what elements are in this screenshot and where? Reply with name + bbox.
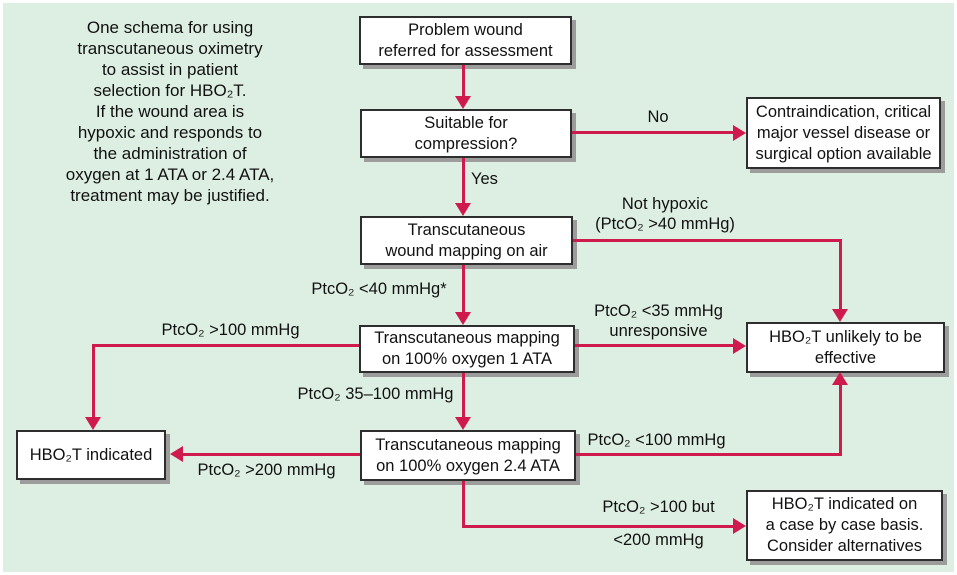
node-mapping-1ata: Transcutaneous mapping on 100% oxygen 1 … [359,325,575,373]
arrowhead-1ata-unresponsive [733,338,746,354]
edge-label-above-100: PtcO₂ >100 mmHg [161,321,300,339]
edge-label-no: No [647,108,669,126]
node-suitable-for-compression: Suitable for compression? [360,109,572,158]
connector-1ata-above100-h [93,344,359,347]
arrowhead-24ata-case [733,518,746,534]
edge-label-below-200: <200 mmHg [613,531,704,549]
arrowhead-air-to-1ata [455,312,471,325]
edge-label-above-200: PtcO₂ >200 mmHg [197,461,336,479]
connector-24ata-below100-v [839,385,842,456]
node-case-by-case: HBO₂T indicated on a case by case basis.… [746,490,943,561]
connector-air-to-1ata [462,265,465,312]
connector-not-hypoxic-v [839,239,842,309]
arrowhead-1ata-to-24ata [455,417,471,430]
node-hbot-unlikely: HBO₂T unlikely to be effective [746,322,945,373]
edge-label-yes: Yes [471,170,498,188]
arrowhead-suitable-yes [455,203,471,216]
arrowhead-24ata-above200 [170,446,183,462]
connector-1ata-above100-v [92,344,95,417]
node-hbot-indicated: HBO₂T indicated [16,430,166,480]
connector-not-hypoxic-h [573,239,842,242]
node-problem-wound: Problem wound referred for assessment [359,16,572,65]
arrowhead-24ata-below100 [832,372,848,385]
intro-note: One schema for using transcutaneous oxim… [65,18,275,205]
arrowhead-problem-to-suitable [455,96,471,109]
connector-1ata-unresponsive [575,344,733,347]
node-mapping-24ata: Transcutaneous mapping on 100% oxygen 2.… [360,430,576,481]
node-contraindication: Contraindication, critical major vessel … [746,97,941,169]
connector-1ata-to-24ata [462,373,465,417]
edge-label-range-35-100: PtcO₂ 35–100 mmHg [297,385,454,403]
arrowhead-not-hypoxic [832,309,848,322]
connector-suitable-yes [462,158,465,203]
connector-suitable-no [572,131,733,134]
edge-label-below-35-unresponsive: PtcO₂ <35 mmHg unresponsive [594,302,723,340]
edge-label-below-100: PtcO₂ <100 mmHg [587,431,726,449]
connector-24ata-above200 [183,453,360,456]
connector-24ata-case-v [462,481,465,528]
connector-24ata-below100-h [576,453,842,456]
node-mapping-on-air: Transcutaneous wound mapping on air [360,216,573,265]
connector-problem-to-suitable [462,65,465,97]
edge-label-below-40: PtcO₂ <40 mmHg* [311,280,447,298]
arrowhead-suitable-no [733,125,746,141]
arrowhead-1ata-above100 [85,417,101,430]
connector-24ata-case-h [462,525,733,528]
edge-label-not-hypoxic: Not hypoxic (PtcO₂ >40 mmHg) [595,195,735,233]
edge-label-above-100-but: PtcO₂ >100 but [602,498,715,516]
